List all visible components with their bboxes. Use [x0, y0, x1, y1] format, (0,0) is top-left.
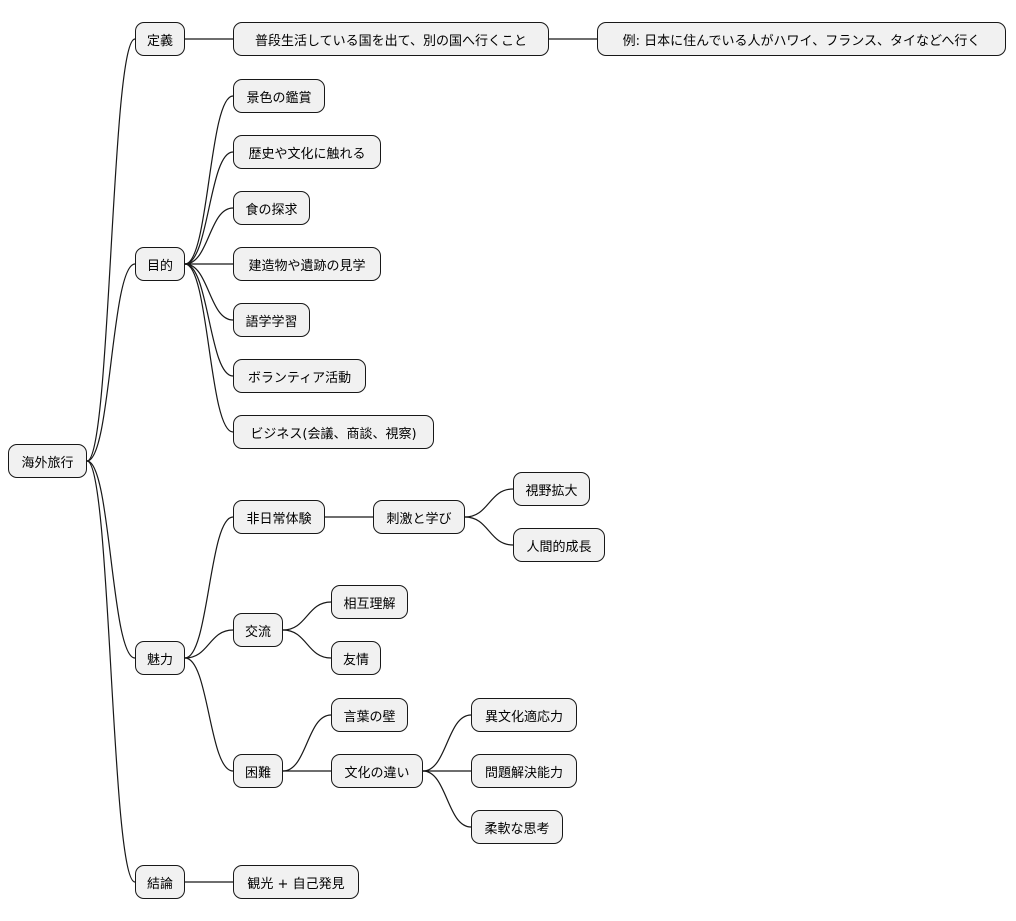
- purpose-item-buildings-ruins: 建造物や遺跡の見学: [233, 247, 381, 281]
- purpose-item-volunteer: ボランティア活動: [233, 359, 366, 393]
- cultural-differences-node: 文化の違い: [331, 754, 423, 788]
- purpose-item-history-culture: 歴史や文化に触れる: [233, 135, 381, 169]
- stimulus-learning-node: 刺激と学び: [373, 500, 465, 534]
- conclusion-node: 結論: [135, 865, 185, 899]
- language-barrier-node: 言葉の壁: [331, 698, 408, 732]
- conclusion-text-node: 観光 + 自己発見: [233, 865, 359, 899]
- mutual-understanding-node: 相互理解: [331, 585, 408, 619]
- flexible-thinking-node: 柔軟な思考: [471, 810, 563, 844]
- purpose-item-business: ビジネス(会議、商談、視察): [233, 415, 434, 449]
- cross-cultural-adaptability-node: 異文化適応力: [471, 698, 577, 732]
- definition-example-node: 例: 日本に住んでいる人がハワイ、フランス、タイなどへ行く: [597, 22, 1006, 56]
- extraordinary-experience-node: 非日常体験: [233, 500, 325, 534]
- appeal-node: 魅力: [135, 641, 185, 675]
- exchange-node: 交流: [233, 613, 283, 647]
- root-node: 海外旅行: [8, 444, 87, 478]
- purpose-item-scenery: 景色の鑑賞: [233, 79, 325, 113]
- broadened-perspective-node: 視野拡大: [513, 472, 590, 506]
- problem-solving-node: 問題解決能力: [471, 754, 577, 788]
- personal-growth-node: 人間的成長: [513, 528, 605, 562]
- difficulty-node: 困難: [233, 754, 283, 788]
- purpose-node: 目的: [135, 247, 185, 281]
- definition-node: 定義: [135, 22, 185, 56]
- friendship-node: 友情: [331, 641, 381, 675]
- purpose-item-language-study: 語学学習: [233, 303, 310, 337]
- purpose-item-food: 食の探求: [233, 191, 310, 225]
- definition-text-node: 普段生活している国を出て、別の国へ行くこと: [233, 22, 549, 56]
